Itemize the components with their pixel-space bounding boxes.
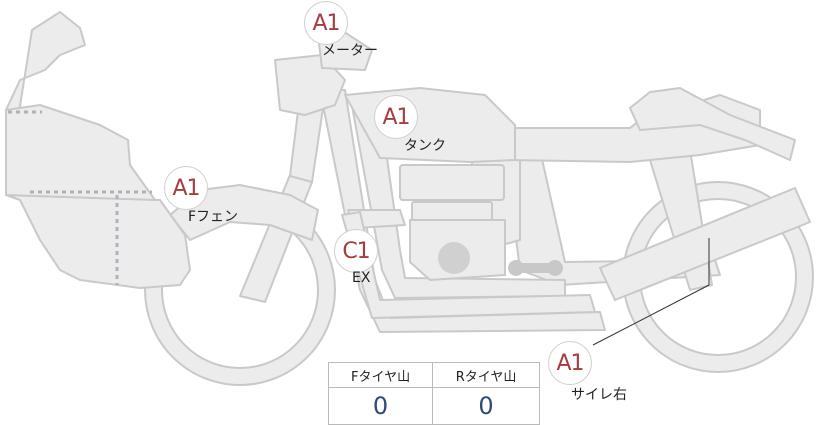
tank-label: タンク <box>404 138 446 154</box>
front-cowl <box>5 11 191 289</box>
engine <box>399 164 505 201</box>
meter-label: メーター <box>322 43 378 59</box>
front-tyre-value[interactable]: 0 <box>327 387 434 425</box>
muffler <box>599 187 811 301</box>
muffler-right-code-badge[interactable]: A1 <box>548 341 592 385</box>
front-fender-label: Fフェン <box>188 209 239 225</box>
muffler-right-label: サイレ右 <box>571 387 627 403</box>
rear-tyre-value[interactable]: 0 <box>432 387 540 425</box>
front-fender-code-badge[interactable]: A1 <box>164 166 208 210</box>
exhaust-code-badge[interactable]: C1 <box>334 229 378 273</box>
meter-code-badge[interactable]: A1 <box>304 1 348 45</box>
front-fender <box>169 184 319 241</box>
exhaust-label: EX <box>352 270 371 286</box>
tank-code-badge[interactable]: A1 <box>374 95 418 139</box>
rear-tyre-header: Rタイヤ山 <box>432 362 540 388</box>
tyre-tread-table: Fタイヤ山 Rタイヤ山 0 0 <box>327 362 540 425</box>
front-tyre-header: Fタイヤ山 <box>327 362 434 388</box>
